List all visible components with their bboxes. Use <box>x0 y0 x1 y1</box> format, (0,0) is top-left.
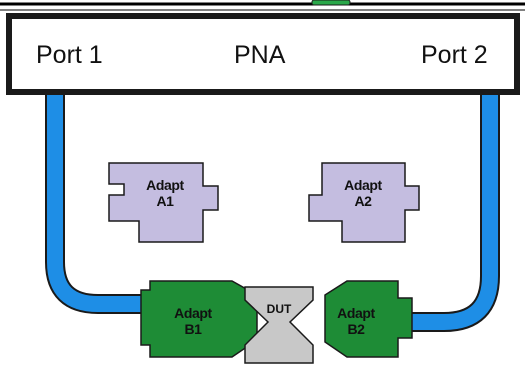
port2-label: Port 2 <box>421 41 488 69</box>
pna-label: PNA <box>234 41 286 69</box>
accent-tab <box>311 0 351 6</box>
adapter-b2-label-line1: Adapt <box>337 305 375 321</box>
cable-left <box>47 90 156 312</box>
adapter-b2-label-line2: B2 <box>347 321 365 337</box>
port1-label: Port 1 <box>36 41 103 69</box>
pna-instrument-box <box>6 13 520 95</box>
cable-right <box>398 90 498 330</box>
adapter-b1-label-line2: B1 <box>184 321 202 337</box>
adapter-a2-label-line2: A2 <box>354 193 372 209</box>
dut-block <box>244 286 314 364</box>
adapter-a1-label-line1: Adapt <box>146 177 184 193</box>
adapter-b1-label-line1: Adapt <box>174 305 212 321</box>
adapter-a1 <box>108 162 219 243</box>
dut-label: DUT <box>267 302 292 316</box>
adapter-a2-label-line1: Adapt <box>344 177 382 193</box>
adapter-a2 <box>308 162 420 243</box>
adapter-b2 <box>324 280 413 358</box>
adapter-a1-label-line2: A1 <box>156 193 174 209</box>
